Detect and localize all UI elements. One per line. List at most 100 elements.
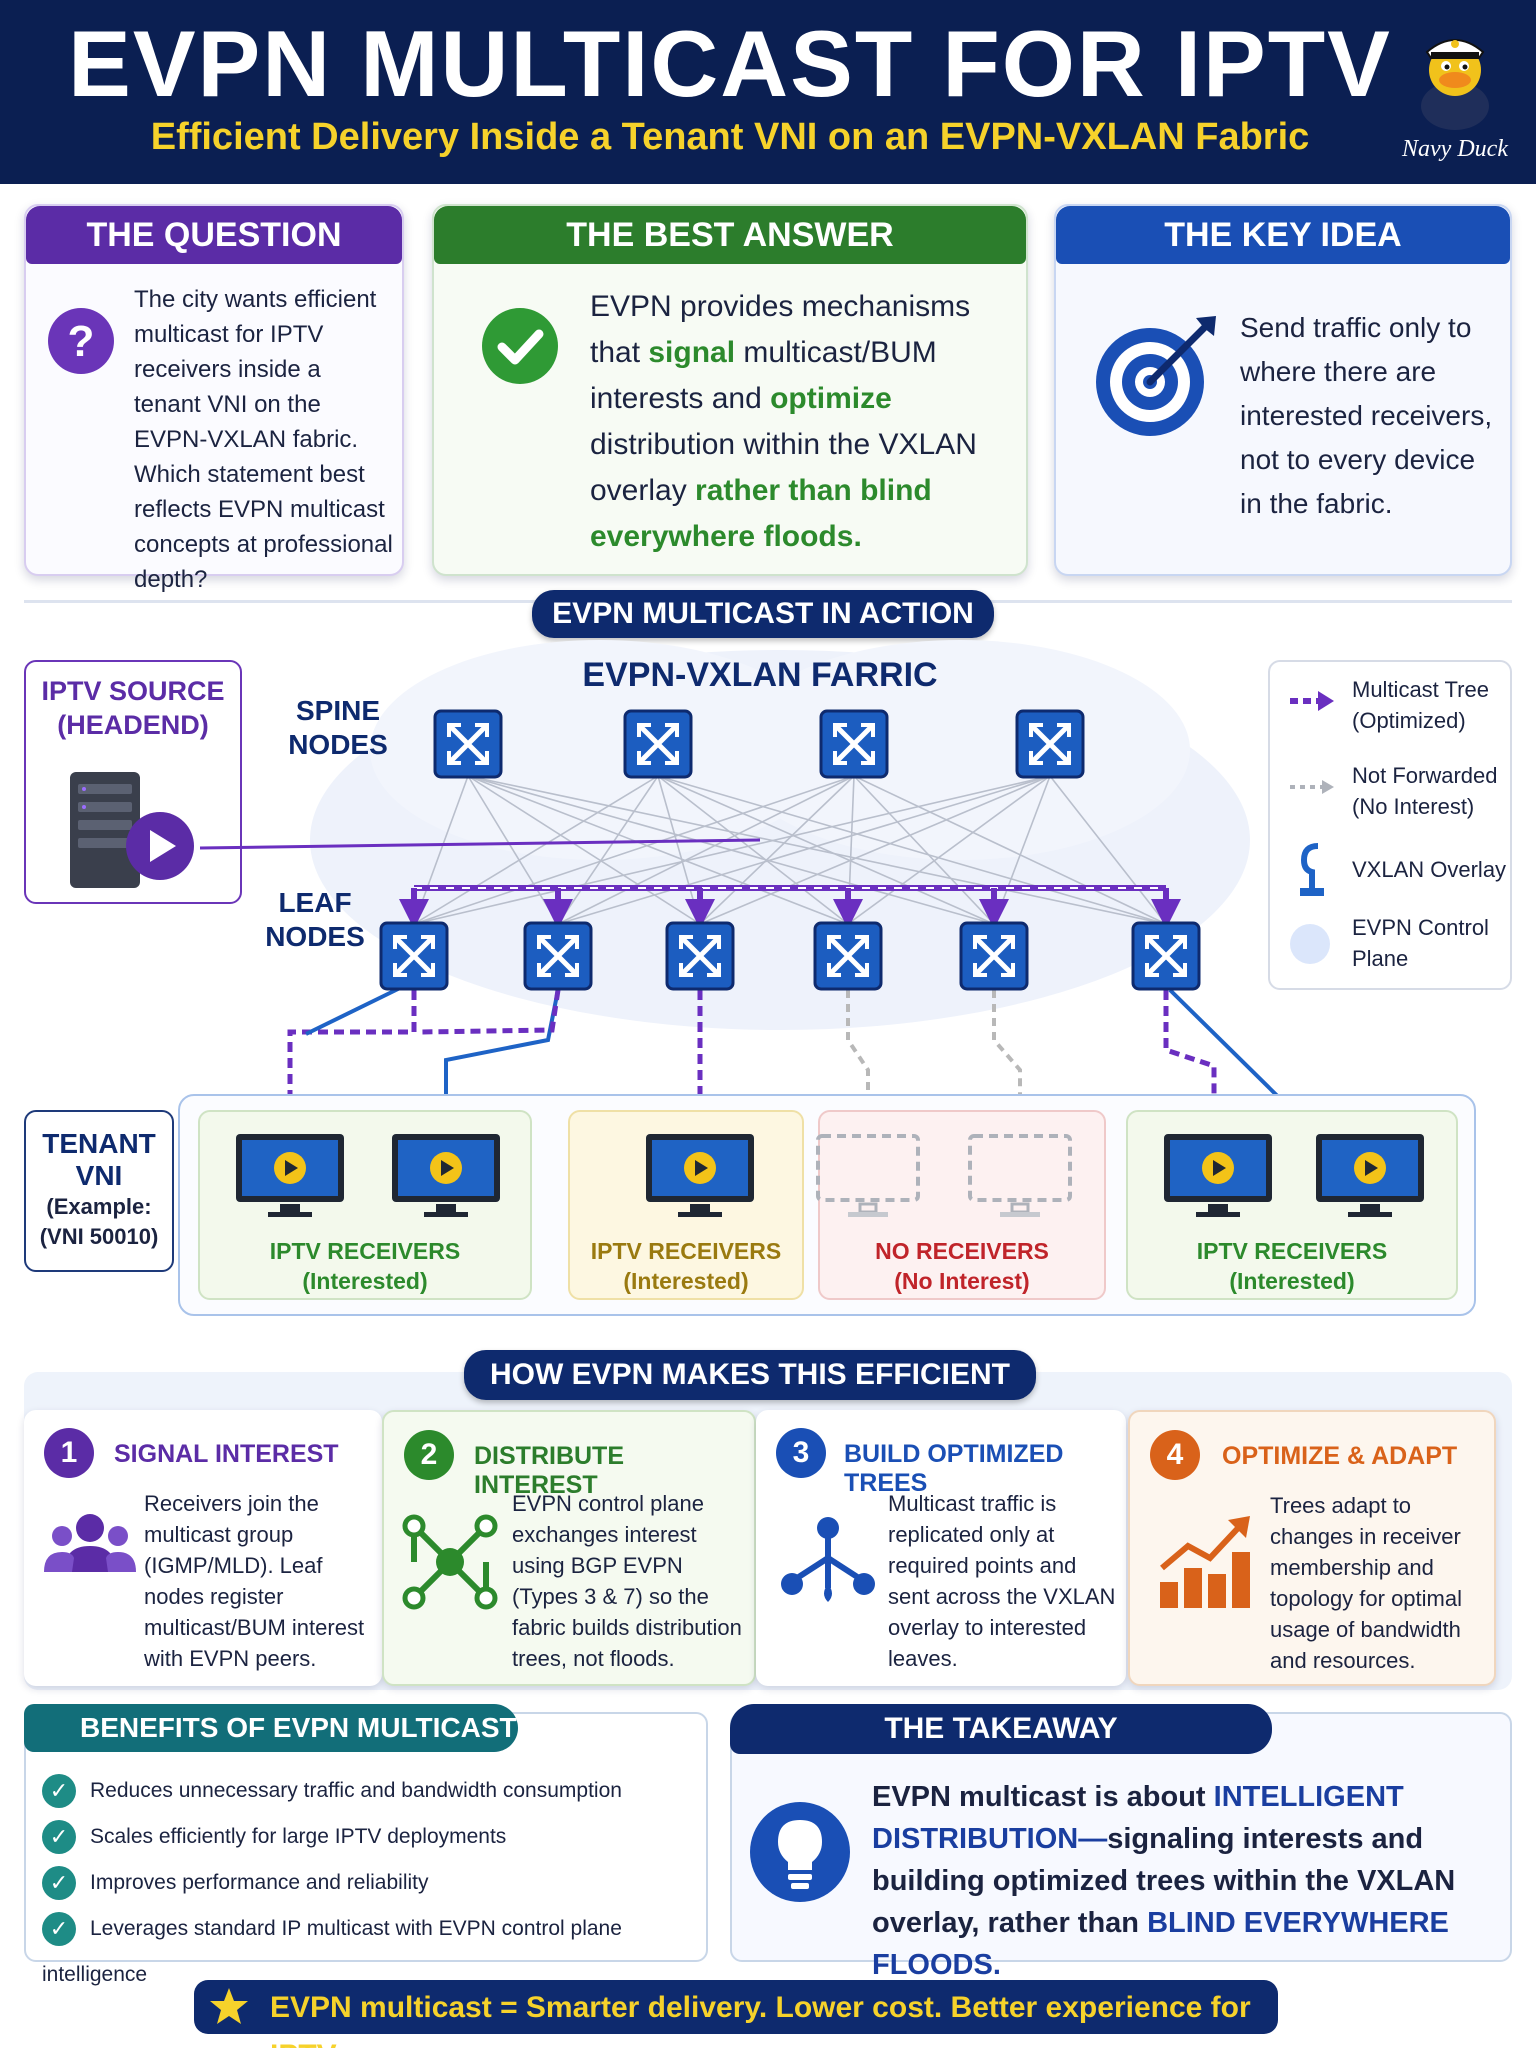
tree-icon (781, 1517, 875, 1602)
key-idea-panel: THE KEY IDEA Send traffic only to where … (1054, 204, 1512, 576)
step-3-card: 3 BUILD OPTIMIZED TREES Multicast traffi… (756, 1410, 1126, 1686)
tv-screen-icon (646, 1134, 754, 1217)
spine-node (433, 709, 503, 779)
spine-nodes (433, 709, 1085, 779)
legend-label-not-forwarded: Not Forwarded (1352, 763, 1498, 788)
tv-screen-icon (1164, 1134, 1272, 1217)
receiver-link-interested (277, 990, 417, 1133)
benefit-text: Scales efficiently for large IPTV deploy… (90, 1825, 507, 1848)
mesh-link (853, 775, 995, 925)
tv-screen-icon (236, 1134, 344, 1217)
step-2-text: EVPN control plane exchanges interest us… (512, 1491, 742, 1671)
fabric-title: EVPN-VXLAN FARRIC (582, 656, 938, 694)
answer-highlight-floods: rather than blind everywhere floods. (590, 474, 932, 553)
mesh-link (467, 775, 701, 925)
page-subtitle: Efficient Delivery Inside a Tenant VNI o… (150, 116, 1310, 158)
check-icon (482, 308, 558, 384)
leaf-node (959, 921, 1029, 991)
mesh-link (853, 775, 1167, 925)
navy-duck-mascot-icon (1421, 39, 1489, 130)
leaf-node (1131, 921, 1201, 991)
footer-banner (194, 1980, 1278, 2034)
source-uplink (199, 838, 761, 850)
spine-node (623, 709, 693, 779)
step-1-number: 1 (44, 1428, 94, 1478)
headend-server-icon (70, 772, 194, 888)
receiver-screens (236, 1134, 1424, 1217)
receiver-group-4-title: IPTV RECEIVERS (1196, 1238, 1388, 1264)
step-4-text: Trees adapt to changes in receiver membe… (1270, 1493, 1462, 1673)
leaf-nodes (379, 921, 1201, 991)
diagram-section-title: EVPN MULTICAST IN ACTION (532, 590, 994, 638)
benefit-text: Reduces unnecessary traffic and bandwidt… (90, 1779, 622, 1802)
receiver-group-4-sub: (Interested) (1229, 1268, 1355, 1294)
legend-label-vxlan-overlay: VXLAN Overlay (1352, 857, 1507, 882)
answer-panel: THE BEST ANSWER EVPN provides mechanisms… (432, 204, 1028, 576)
mesh-link (467, 775, 1167, 925)
step-2-number: 2 (404, 1430, 454, 1480)
check-icon: ✓ (42, 1866, 76, 1901)
target-icon (1096, 316, 1216, 436)
question-panel: THE QUESTION ? The city wants efficient … (24, 204, 404, 593)
leaf-node (523, 921, 593, 991)
benefit-item: ✓Leverages standard IP multicast with EV… (42, 1906, 702, 1986)
mesh-link (413, 775, 855, 925)
receiver-group-1: IPTV RECEIVERS (Interested) (198, 1110, 532, 1300)
receiver-group-2-title: IPTV RECEIVERS (590, 1238, 782, 1264)
leaf-node (665, 921, 735, 991)
mesh-link (557, 775, 659, 925)
iptv-source-label: IPTV SOURCE (HEADEND) (41, 676, 225, 740)
tv-screen-off-icon (816, 1134, 920, 1217)
receiver-group-3: NO RECEIVERS (No Interest) (818, 1110, 1106, 1300)
benefits-title: BENEFITS OF EVPN MULTICAST (24, 1704, 518, 1752)
vni-example-label: (Example: (46, 1194, 152, 1219)
benefit-item: ✓Improves performance and reliability (42, 1860, 702, 1906)
mesh-link (1049, 775, 1167, 925)
benefit-item: ✓ Scales efficiently for large IPTV deplo… (42, 1814, 702, 1860)
answer-highlight-signal: signal (648, 336, 736, 369)
step-1-title: SIGNAL INTEREST (114, 1440, 339, 1468)
step-1-text: Receivers join the multicast group (IGMP… (144, 1491, 365, 1671)
lightbulb-icon (750, 1802, 850, 1902)
answer-highlight-optimize: optimize (770, 382, 892, 415)
receiver-group-3-sub: (No Interest) (894, 1268, 1030, 1294)
leaf-node (813, 921, 883, 991)
spine-leaf-mesh-links (413, 775, 1167, 925)
answer-text-part3: distribution within the VXLAN overlay (590, 428, 977, 507)
evpn-control-plane-icon (1290, 924, 1330, 964)
leaf-nodes-label: LEAF NODES (265, 887, 365, 952)
step-4-title: OPTIMIZE & ADAPT (1222, 1442, 1458, 1470)
leaf-node (379, 921, 449, 991)
mesh-link (413, 775, 659, 925)
multicast-tree-arrow-icon (1290, 691, 1334, 711)
mesh-link (657, 775, 995, 925)
multicast-tree-drops (399, 888, 1181, 929)
mesh-link (657, 775, 849, 925)
mesh-link (413, 775, 1051, 925)
spine-node (1015, 709, 1085, 779)
receiver-group-2: IPTV RECEIVERS (Interested) (568, 1110, 804, 1300)
vni-label: VNI (75, 1160, 123, 1191)
mesh-link (993, 775, 1051, 925)
step-2-card: 2 DISTRIBUTE INTEREST EVPN control plane… (382, 1410, 756, 1686)
receiver-group-1-sub: (Interested) (302, 1268, 428, 1294)
receiver-group-2-sub: (Interested) (623, 1268, 749, 1294)
takeaway-text-part1: EVPN multicast is about (872, 1781, 1214, 1813)
step-4-number: 4 (1150, 1430, 1200, 1480)
mesh-link (557, 775, 855, 925)
legend-sub-evpn-control: Plane (1352, 946, 1409, 971)
receiver-group-1-title: IPTV RECEIVERS (269, 1238, 461, 1264)
not-forwarded-arrow-icon (1290, 780, 1334, 794)
tenant-label: TENANT (42, 1128, 156, 1159)
question-text: The city wants efficient multicast for I… (134, 286, 393, 593)
check-icon: ✓ (42, 1820, 76, 1855)
users-icon (44, 1514, 136, 1572)
answer-text-part1: EVPN provides mechanisms that (590, 290, 971, 369)
step-1-card: 1 SIGNAL INTEREST Receivers join the mul… (24, 1410, 382, 1686)
legend-box: Multicast Tree(Optimized) Not Forwarded(… (1268, 660, 1512, 990)
tv-screen-off-icon (968, 1134, 1072, 1217)
takeaway-text-part2: signaling interests and building optimiz… (872, 1823, 1456, 1939)
mesh-link (557, 775, 1051, 925)
takeaway-title: THE TAKEAWAY (730, 1704, 1272, 1754)
step-3-number: 3 (776, 1428, 826, 1478)
